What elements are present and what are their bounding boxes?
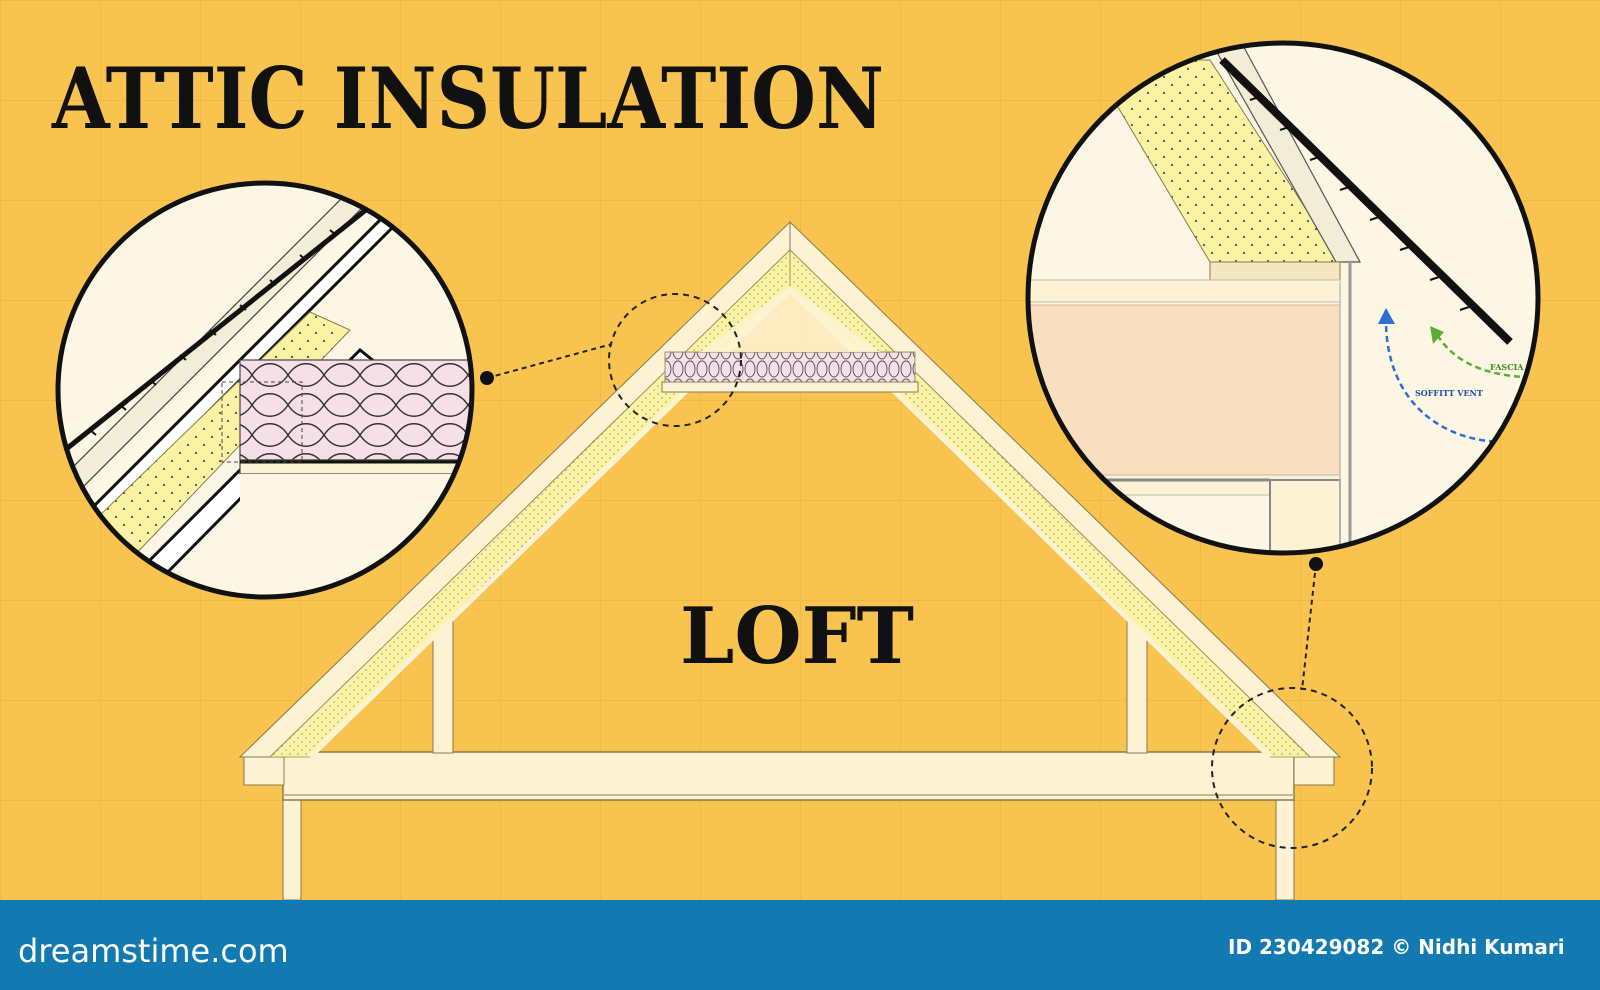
- fascia-vent-label: FASCIA VENT: [1490, 362, 1552, 372]
- footer-bar: [0, 900, 1600, 990]
- leader-line-left: [486, 343, 613, 379]
- right-eave: [1293, 756, 1335, 786]
- collar-tie: [661, 381, 919, 393]
- callout-ring-ridge: [608, 293, 742, 427]
- detail-circle-ridge-border: [55, 180, 475, 600]
- footer-logo: dreamstime.com: [18, 932, 289, 970]
- page-title: ATTIC INSULATION: [51, 49, 884, 148]
- callout-ring-eave: [1211, 687, 1373, 849]
- leader-dot-left: [480, 371, 494, 385]
- detail-circle-ridge: [55, 180, 475, 600]
- leader-dot-right: [1309, 557, 1323, 571]
- collar-batt-insulation: [664, 351, 916, 383]
- soffit-vent-arrow: [1384, 317, 1506, 444]
- ceiling-joist: [282, 751, 1295, 801]
- footer-credit: ID 230429082 © Nidhi Kumari: [1228, 935, 1565, 959]
- soffit-vent-label: SOFFITT VENT: [1415, 388, 1483, 398]
- detail-circle-eave-border: [1025, 40, 1541, 556]
- house-section: [238, 220, 1373, 901]
- leader-line-right: [1301, 563, 1317, 691]
- left-eave: [243, 756, 285, 786]
- fascia-vent-arrow: [1436, 335, 1538, 380]
- detail-circle-eave: FASCIA VENT SOFFITT VENT: [1025, 40, 1552, 556]
- loft-label: LOFT: [680, 591, 914, 682]
- right-wall: [1275, 799, 1295, 901]
- left-wall: [282, 799, 302, 901]
